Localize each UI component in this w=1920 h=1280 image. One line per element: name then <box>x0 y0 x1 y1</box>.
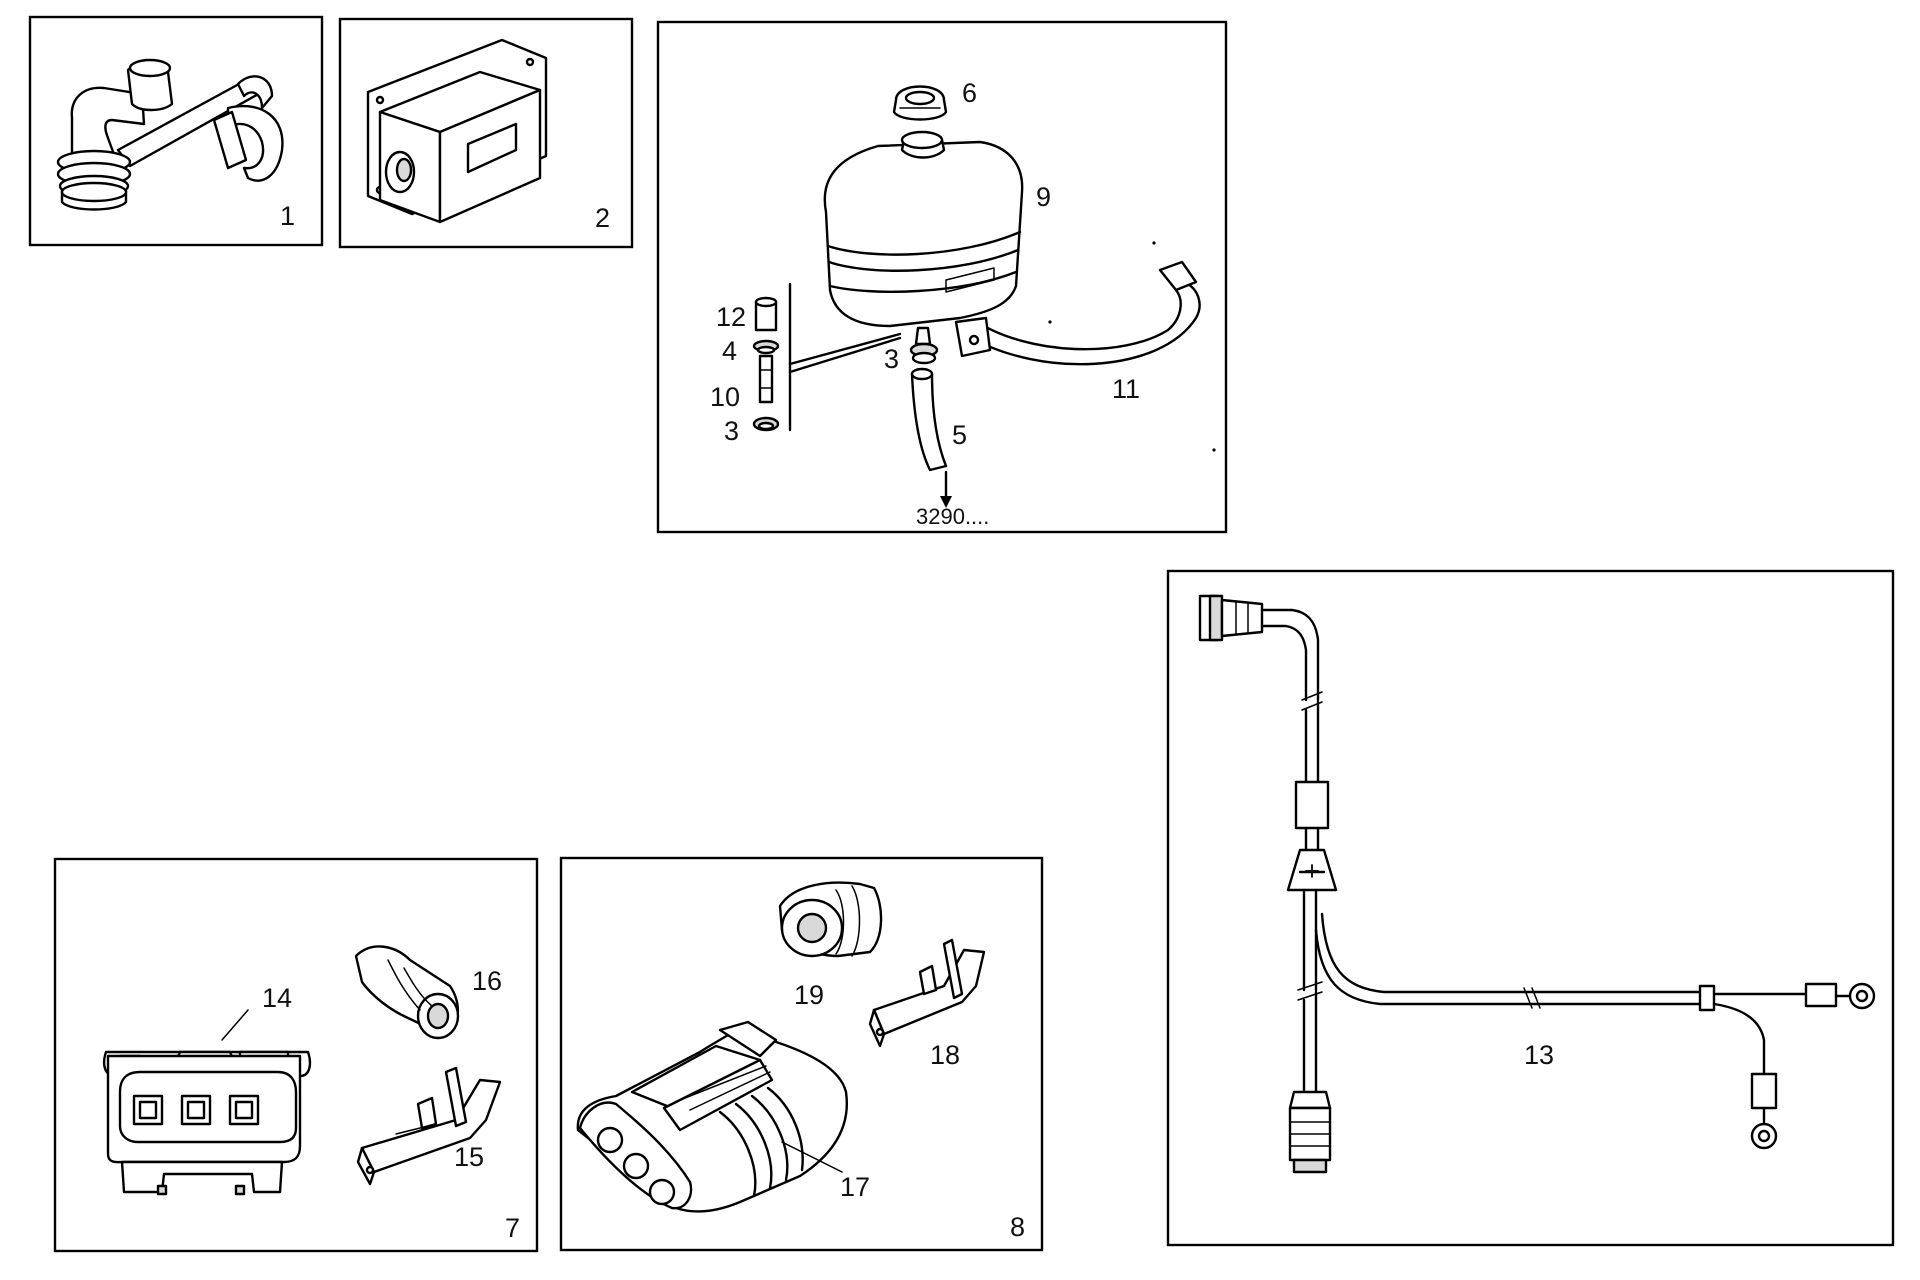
panel-frame <box>1166 569 1895 1247</box>
callout-label: 9 <box>1036 182 1051 212</box>
callout-label: 10 <box>710 382 740 412</box>
callout-label: 14 <box>262 983 292 1013</box>
callout-label: 11 <box>1112 374 1140 404</box>
seal-part-16 <box>354 945 460 1040</box>
seal-part-19 <box>778 881 883 958</box>
callout-label: 3 <box>884 344 899 374</box>
callout-label: 19 <box>794 980 824 1010</box>
panel-part-1: 1 <box>28 15 324 247</box>
panel-frame <box>28 15 324 247</box>
callout-label: 7 <box>505 1213 520 1243</box>
reference-label: 3290.... <box>916 504 989 529</box>
outlet-hose-part-5 <box>909 326 952 508</box>
callout-label: 12 <box>716 302 746 332</box>
filler-cap-part-6 <box>892 85 948 121</box>
panel-frame <box>559 856 1044 1252</box>
callout-label: 5 <box>952 420 967 450</box>
panel-frame <box>53 857 539 1253</box>
panel-part-7: 14 16 15 7 <box>53 857 539 1253</box>
panel-frame <box>338 17 634 249</box>
callout-label: 2 <box>595 203 610 233</box>
callout-label: 16 <box>472 966 502 996</box>
connector-housing-part-14 <box>102 1009 312 1196</box>
splice-symbol: + <box>1304 856 1320 886</box>
callout-label: 1 <box>280 201 295 231</box>
callout-label: 13 <box>1524 1040 1554 1070</box>
terminal-part-15 <box>356 1066 502 1186</box>
callout-label: 3 <box>724 416 739 446</box>
callout-label: 8 <box>1010 1212 1025 1242</box>
panel-part-8: 19 18 17 8 <box>559 856 1044 1252</box>
callout-label: 18 <box>930 1040 960 1070</box>
drain-valve-kit <box>752 282 902 432</box>
callout-label: 4 <box>722 336 737 366</box>
callout-label: 17 <box>840 1172 870 1202</box>
wiring-harness-drawing <box>1198 594 1876 1174</box>
panel-expansion-tank: 6 9 12 4 3 11 10 3 5 3290.... <box>656 20 1228 534</box>
callout-label: 6 <box>962 78 977 108</box>
callout-label: 15 <box>454 1142 484 1172</box>
tank-part-9 <box>823 130 1024 328</box>
mounting-strap-part-11 <box>954 260 1201 366</box>
terminal-part-18 <box>868 938 986 1048</box>
panel-part-2: 2 <box>338 17 634 249</box>
panel-part-13: + 13 <box>1166 569 1895 1247</box>
control-box-drawing <box>366 38 548 224</box>
elbow-fitting-drawing <box>56 58 284 211</box>
connector-housing-part-17 <box>576 1020 848 1213</box>
panel-frame <box>656 20 1228 534</box>
